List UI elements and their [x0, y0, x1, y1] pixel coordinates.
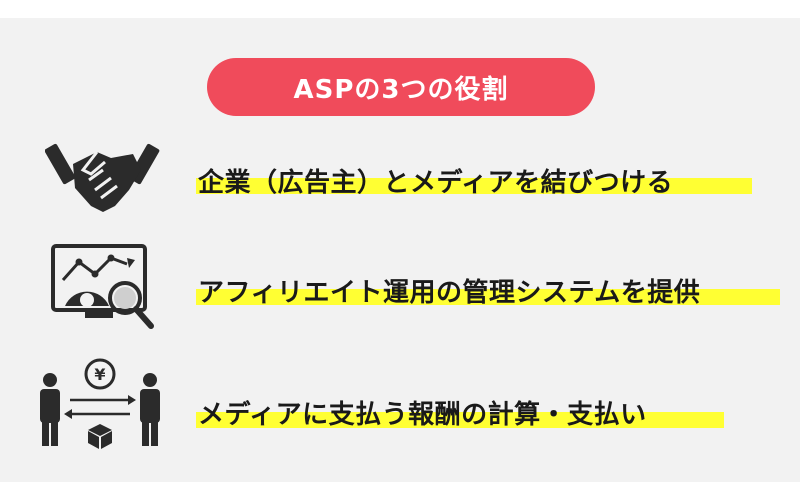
role-label: アフィリエイト運用の管理システムを提供	[198, 278, 701, 308]
highlight-bar	[196, 289, 780, 305]
page-title: ASPの3つの役割	[293, 74, 509, 105]
highlight-bar	[196, 178, 752, 194]
handshake-icon	[45, 143, 160, 212]
highlight-bar	[196, 412, 724, 428]
title-pill: ASPの3つの役割	[207, 58, 595, 116]
payment-exchange-icon: ¥	[40, 358, 160, 449]
analytics-monitor-icon	[51, 244, 154, 329]
role-label: メディアに支払う報酬の計算・支払い	[198, 400, 647, 430]
role-label: 企業（広告主）とメディアを結びつける	[198, 168, 674, 198]
svg-text:¥: ¥	[94, 365, 105, 384]
